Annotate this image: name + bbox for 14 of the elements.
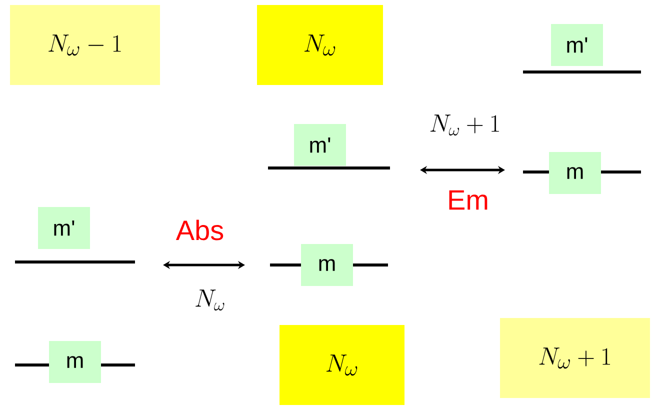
energy-level: m: [523, 152, 641, 194]
edge-label: Abs: [174, 218, 226, 242]
photon-count: $N_\omega$: [196, 290, 224, 311]
energy-level: m: [15, 341, 135, 383]
photon-count: $N_\omega +1$: [430, 114, 499, 136]
energy-level: m': [268, 124, 390, 170]
energy-level: m: [270, 244, 388, 286]
count-box: $N_\omega +1$: [500, 318, 650, 398]
count-box: $N_\omega$: [257, 5, 383, 85]
count-box: $N_\omega -1$: [10, 5, 160, 85]
edge-label: Em: [446, 189, 490, 211]
energy-level: m': [15, 207, 135, 264]
energy-level: m': [523, 24, 641, 74]
count-box: $N_\omega$: [280, 325, 404, 405]
